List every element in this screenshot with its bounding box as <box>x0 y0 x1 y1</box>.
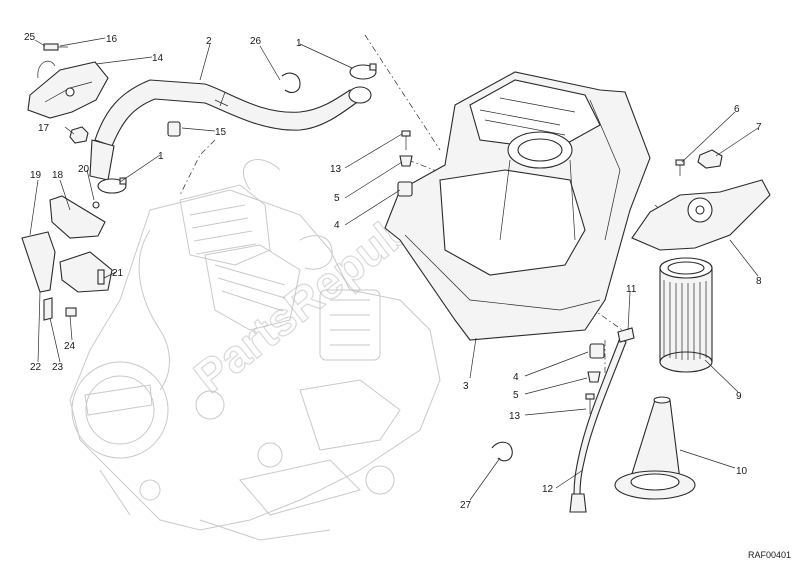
callout-18: 18 <box>52 170 64 181</box>
bracket-20-21 <box>59 201 113 293</box>
callout-13-upper: 13 <box>330 164 342 175</box>
clip-11 <box>617 327 635 343</box>
callout-10: 10 <box>736 466 748 477</box>
mount-stack-upper <box>397 130 413 197</box>
callout-16: 16 <box>106 34 118 45</box>
small-parts-22-24 <box>43 297 77 321</box>
air-filter <box>659 257 713 373</box>
callout-3-air-box: 3 <box>463 381 469 392</box>
bracket-19 <box>21 231 56 293</box>
callout-1-lower-clamp: 1 <box>158 151 164 162</box>
drain-tube <box>569 337 627 513</box>
callout-labels: 1 1 2 3 4 4 5 5 6 7 8 9 10 11 12 13 13 1… <box>24 32 762 511</box>
callout-15: 15 <box>215 127 227 138</box>
callout-6: 6 <box>734 104 740 115</box>
intake-funnel <box>614 396 696 500</box>
callout-13-lower: 13 <box>509 411 521 422</box>
callout-4-upper: 4 <box>334 220 340 231</box>
grommet-15 <box>167 121 181 137</box>
engine-ghost <box>69 159 441 541</box>
screw-6 <box>675 159 685 176</box>
air-box <box>384 71 651 341</box>
callout-9: 9 <box>736 391 742 402</box>
callout-12: 12 <box>542 484 554 495</box>
reference-code: RAF00401 <box>748 550 791 560</box>
callout-27: 27 <box>460 500 472 511</box>
callout-7: 7 <box>756 122 762 133</box>
nut-7 <box>697 149 723 169</box>
screw-25 <box>43 43 68 51</box>
callout-2-hose: 2 <box>206 36 212 47</box>
breather-hose <box>89 79 372 181</box>
callout-17: 17 <box>38 123 50 134</box>
clip-26 <box>281 72 301 93</box>
cable-tie-16 <box>37 60 56 79</box>
callout-19: 19 <box>30 170 42 181</box>
filter-cover <box>631 179 771 251</box>
callout-5-upper: 5 <box>334 193 340 204</box>
hose-clamp-lower <box>97 177 127 194</box>
callout-25: 25 <box>24 32 36 43</box>
clip-27 <box>491 441 513 462</box>
callout-22: 22 <box>30 362 42 373</box>
callout-8: 8 <box>756 276 762 287</box>
callout-11: 11 <box>626 284 637 295</box>
bracket-18 <box>49 195 106 239</box>
leader-lines <box>29 37 759 501</box>
callout-1-upper-clamp: 1 <box>296 38 302 49</box>
mount-stack-lower <box>585 343 605 414</box>
callout-23: 23 <box>52 362 64 373</box>
callout-5-lower: 5 <box>513 390 519 401</box>
callout-21: 21 <box>112 268 124 279</box>
heat-shield <box>27 61 109 119</box>
callout-24: 24 <box>64 341 76 352</box>
nut-17 <box>69 126 89 144</box>
callout-20: 20 <box>78 164 90 175</box>
callout-14: 14 <box>152 53 164 64</box>
hose-clamp-upper <box>349 63 377 80</box>
callout-26: 26 <box>250 36 262 47</box>
callout-4-lower: 4 <box>513 372 519 383</box>
